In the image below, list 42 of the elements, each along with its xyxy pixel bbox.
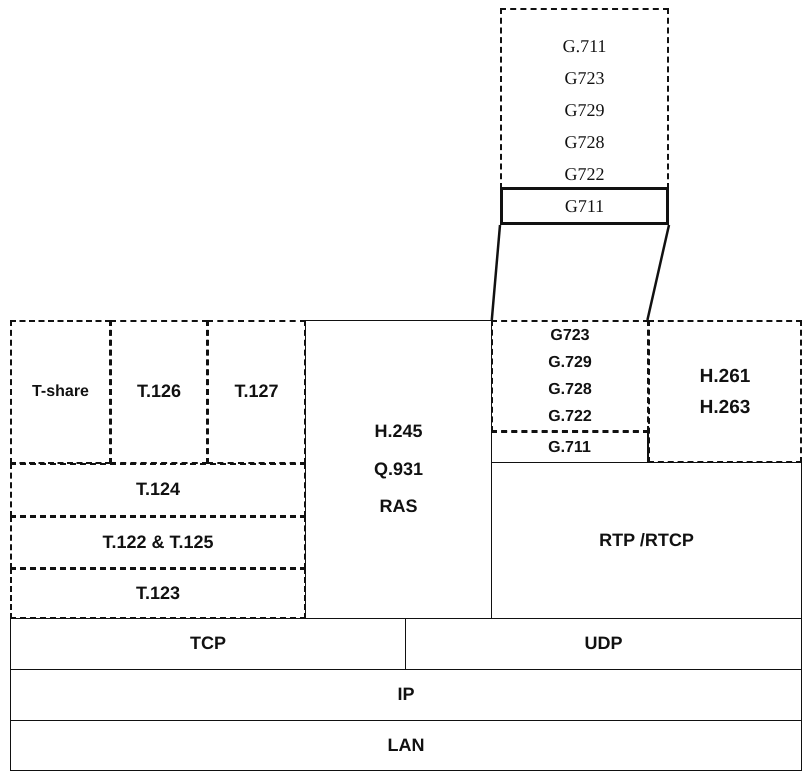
- protocol-layer-box: [648, 320, 802, 463]
- protocol-label: G711: [564, 195, 604, 218]
- protocol-layer-box: [10, 669, 802, 721]
- protocol-label: IP: [397, 684, 414, 706]
- protocol-label: LAN: [388, 734, 424, 756]
- protocol-layer-box: [500, 8, 669, 189]
- protocol-label: T.124: [136, 479, 180, 501]
- protocol-layer-box: [10, 320, 111, 464]
- protocol-layer-box: [500, 187, 669, 225]
- protocol-layer-box: [207, 320, 306, 464]
- protocol-label: H.263: [700, 396, 750, 420]
- protocol-label: G723: [550, 326, 590, 346]
- protocol-label: RAS: [379, 496, 418, 518]
- connector-line: [646, 224, 670, 320]
- protocol-layer-box: [10, 463, 306, 517]
- protocol-label: G723: [564, 67, 604, 90]
- protocol-label: G722: [564, 163, 604, 186]
- protocol-label: T.123: [136, 582, 180, 604]
- protocol-label: G.711: [548, 438, 591, 458]
- protocol-label: Q.931: [374, 458, 424, 480]
- protocol-layer-box: [110, 320, 208, 464]
- protocol-layer-box: [10, 720, 802, 771]
- protocol-layer-box: [491, 431, 649, 463]
- protocol-layer-box: [491, 320, 649, 432]
- protocol-label: G729: [564, 99, 604, 122]
- protocol-label: T.126: [136, 381, 182, 403]
- protocol-label: G.722: [548, 407, 592, 427]
- protocol-label: T-share: [32, 382, 89, 402]
- connector-line: [490, 224, 502, 320]
- protocol-label: TCP: [190, 633, 226, 655]
- protocol-label: G.729: [548, 353, 592, 373]
- protocol-label: G728: [564, 131, 604, 154]
- protocol-label: T.122 & T.125: [102, 532, 214, 554]
- protocol-label: G.728: [548, 380, 592, 400]
- protocol-label: T.127: [234, 381, 279, 403]
- protocol-label: G.711: [562, 35, 606, 58]
- protocol-label: H.261: [700, 364, 750, 388]
- protocol-layer-box: [10, 568, 306, 619]
- protocol-layer-box: [10, 516, 306, 569]
- protocol-label: RTP /RTCP: [599, 530, 694, 552]
- protocol-label: H.245: [374, 421, 423, 443]
- protocol-label: UDP: [584, 633, 622, 655]
